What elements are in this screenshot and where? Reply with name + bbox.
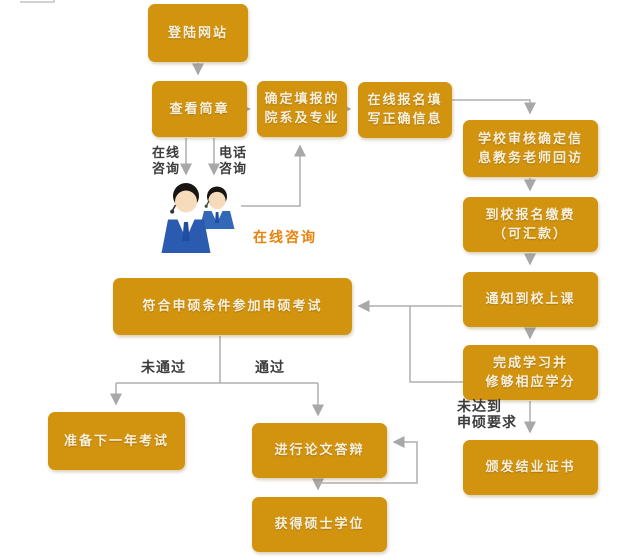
flow-node-master-degree: 获得硕士学位 bbox=[252, 497, 387, 552]
flow-node-thesis-defense: 进行论文答辩 bbox=[252, 423, 387, 478]
edge-label-pass: 通过 bbox=[255, 360, 285, 376]
edge-label-not-meet-requirement: 未达到 申硕要求 bbox=[457, 399, 517, 431]
edge-label-online-consult: 在线 咨询 bbox=[152, 146, 181, 177]
corner-artifact-line bbox=[20, 0, 55, 3]
flow-node-register-pay: 到校报名缴费 （可汇款） bbox=[463, 197, 598, 252]
agent-back bbox=[199, 186, 235, 229]
flow-node-next-year-exam: 准备下一年考试 bbox=[48, 412, 185, 470]
online-consult-link[interactable]: 在线咨询 bbox=[253, 230, 317, 246]
edge-label-fail: 未通过 bbox=[141, 360, 186, 376]
edge-label-phone-consult: 电话 咨询 bbox=[219, 146, 248, 177]
arrow-fillinfo-to-review bbox=[452, 99, 536, 115]
arrow-defense-retry-loop bbox=[318, 436, 418, 484]
flow-node-notify-attend: 通知到校上课 bbox=[463, 272, 598, 327]
flow-node-master-exam: 符合申硕条件参加申硕考试 bbox=[113, 278, 352, 335]
flow-node-online-fill-info: 在线报名填 写正确信息 bbox=[358, 82, 452, 138]
flow-node-complete-credits: 完成学习并 修够相应学分 bbox=[463, 345, 598, 400]
flow-node-choose-department: 确定填报的 院系及专业 bbox=[257, 81, 347, 137]
flow-node-school-review: 学校审核确定信 息教务老师回访 bbox=[463, 120, 598, 177]
flow-node-completion-certificate: 颁发结业证书 bbox=[463, 440, 598, 495]
agent-front bbox=[161, 183, 211, 253]
line-study-to-exam-elbow bbox=[409, 306, 463, 383]
customer-service-agents-icon[interactable] bbox=[160, 182, 242, 257]
flow-node-login: 登陆网站 bbox=[148, 4, 248, 62]
flow-node-view-brochure: 查看简章 bbox=[152, 81, 247, 137]
arrow-consult-to-department bbox=[241, 144, 306, 207]
